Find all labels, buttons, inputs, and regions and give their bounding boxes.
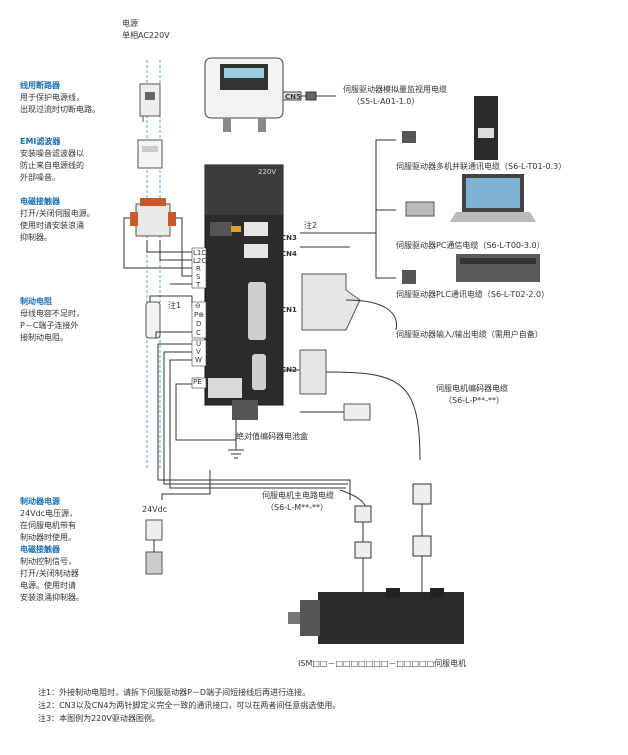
- terminal-r: R: [196, 265, 201, 273]
- terminal-l2c: L2C: [193, 257, 207, 265]
- battery-box-label: 绝对值编码器电池盒: [236, 432, 308, 441]
- brake-supply-line: 24Vdc电压源，: [20, 509, 78, 518]
- footnotes: 注1：外接制动电阻时，请拆下伺服驱动器P－D端子间短接线后再进行连接。 注2：C…: [38, 686, 340, 725]
- footnote: 注3：本图例为220V驱动器图例。: [38, 714, 160, 723]
- terminal-pe: PE: [193, 378, 202, 386]
- brake-supply-desc: 制动器电源 24Vdc电压源， 在伺服电机带有 制动器时使用。: [20, 496, 77, 544]
- encoder-plugs: [412, 483, 432, 557]
- resistor-line: 母线电容不足时，: [20, 309, 84, 318]
- brake-supply: [145, 470, 211, 575]
- note2-mark: 注2: [304, 221, 318, 230]
- power-label: 电源: [122, 19, 138, 28]
- emi-line: 安装噪音滤波器以: [20, 149, 84, 158]
- terminal-c: C: [196, 329, 201, 337]
- multi-comm-label: 伺服驱动器多机并联通讯电缆（S6-L-T01-0.3）: [396, 162, 567, 171]
- footnote: 注2：CN3以及CN4为两针脚定义完全一致的通讯接口，可以在两者间任意挑选使用。: [38, 701, 341, 710]
- brake-supply-line: 在伺服电机带有: [20, 521, 76, 530]
- ground-symbol: [228, 420, 244, 459]
- terminal-l1c: L1C: [193, 249, 207, 257]
- breaker-line: 出现过流时切断电路。: [20, 105, 100, 114]
- main-cable-code: （S6-L-M**-**）: [266, 503, 329, 512]
- io-cable-label: 伺服驱动器输入/输出电缆（需用户自备）: [396, 330, 543, 339]
- cn2-label: CN2: [281, 366, 297, 374]
- laptop: [405, 174, 536, 222]
- servo-drive: [204, 164, 284, 420]
- contactor1-line: 打开/关闭伺服电源。: [20, 209, 95, 218]
- resistor-title: 制动电阻: [20, 297, 52, 306]
- power-sublabel: 单相AC220V: [122, 31, 170, 40]
- drive-top-view: [204, 57, 302, 132]
- contactor2-line: 打开/关闭制动器: [20, 569, 79, 578]
- main-cable-plugs: [339, 489, 372, 559]
- breaker-title: 线用断路器: [20, 81, 60, 90]
- contactor1-title: 电磁接触器: [20, 197, 60, 206]
- cn5-label: CN5: [285, 93, 301, 101]
- terminal-s: S: [196, 273, 201, 281]
- contactor2-line: 制动控制信号，: [20, 557, 76, 566]
- resistor-line: P－C端子连接外: [20, 321, 79, 330]
- emi-desc: EMI滤波器 安装噪音滤波器以 防止来自电源线的 外部噪音。: [20, 136, 84, 184]
- plc-comm-label: 伺服驱动器PLC通讯电缆（S6-L-T02-2.0）: [396, 290, 550, 299]
- contactor2-title: 电磁接触器: [20, 545, 60, 554]
- servo-motor: [288, 556, 464, 644]
- breaker-line: 用于保护电源线，: [20, 93, 84, 102]
- emi-line: 防止来自电源线的: [20, 161, 84, 170]
- footnote: 注1：外接制动电阻时，请拆下伺服驱动器P－D端子间短接线后再进行连接。: [38, 688, 311, 697]
- io-connector: [301, 273, 397, 331]
- contactor1-line: 抑制器。: [20, 233, 52, 242]
- supply-wires: [123, 217, 192, 285]
- resistor-line: 接制动电阻。: [20, 333, 68, 342]
- terminal-t: T: [196, 281, 201, 289]
- multi-drive-device: [402, 96, 498, 160]
- emi-title: EMI滤波器: [20, 137, 61, 146]
- brake-supply-title: 制动器电源: [20, 497, 60, 506]
- contactor-1: [130, 198, 176, 237]
- encoder-cable-label: 伺服电机编码器电缆: [436, 384, 508, 393]
- cn1-label: CN1: [281, 306, 297, 314]
- motor-power-wires: [157, 343, 351, 500]
- drive-model-label: 220V: [258, 168, 277, 176]
- emi-filter: [137, 139, 163, 169]
- encoder-cable: [283, 349, 421, 461]
- monitor-cable: [301, 91, 336, 101]
- terminal-d: D: [196, 320, 202, 328]
- pc-comm-label: 伺服驱动器PC通信电缆（S6-L-T00-3.0）: [396, 241, 545, 250]
- terminal-strip: [191, 247, 207, 389]
- motor-label: ISM□□－□□□□□□□－□□□□□伺服电机: [298, 659, 467, 668]
- monitor-cable-code: （S5-L-A01-1.0）: [352, 97, 420, 106]
- comm-cables: [300, 139, 396, 279]
- emi-line: 外部噪音。: [20, 173, 60, 182]
- brake-supply-line: 制动器时使用。: [20, 533, 76, 542]
- contactor2-line: 电源。使用时请: [20, 581, 76, 590]
- contactor1-line: 使用时请安装浪涌: [20, 221, 84, 230]
- terminal-u: U: [196, 340, 202, 348]
- terminal-v: V: [196, 348, 201, 356]
- contactor2-desc: 电磁接触器 制动控制信号， 打开/关闭制动器 电源。使用时请 安装浪涌抑制器。: [20, 544, 84, 604]
- monitor-cable-label: 伺服驱动器模拟量监视用电缆: [343, 85, 447, 94]
- terminal-p: P⊕: [194, 311, 205, 319]
- encoder-cable-code: （S6-L-P**-**）: [444, 396, 504, 405]
- terminal-w: W: [195, 356, 202, 364]
- power-input-lines: [146, 60, 161, 470]
- contactor2-line: 安装浪涌抑制器。: [20, 593, 84, 602]
- cn4-label: CN4: [281, 250, 297, 258]
- terminal-n: ⊖: [195, 302, 201, 310]
- contactor1-desc: 电磁接触器 打开/关闭伺服电源。 使用时请安装浪涌 抑制器。: [20, 196, 95, 244]
- plc-device: [402, 254, 540, 284]
- resistor-desc: 制动电阻 母线电容不足时， P－C端子连接外 接制动电阻。: [20, 296, 84, 344]
- circuit-breaker: [139, 83, 161, 122]
- cn3-label: CN3: [281, 234, 297, 242]
- breaker-desc: 线用断路器 用于保护电源线， 出现过流时切断电路。: [20, 80, 100, 116]
- vdc-label: 24Vdc: [142, 505, 168, 514]
- main-cable-label: 伺服电机主电路电缆: [262, 491, 334, 500]
- note1-mark: 注1: [168, 301, 182, 310]
